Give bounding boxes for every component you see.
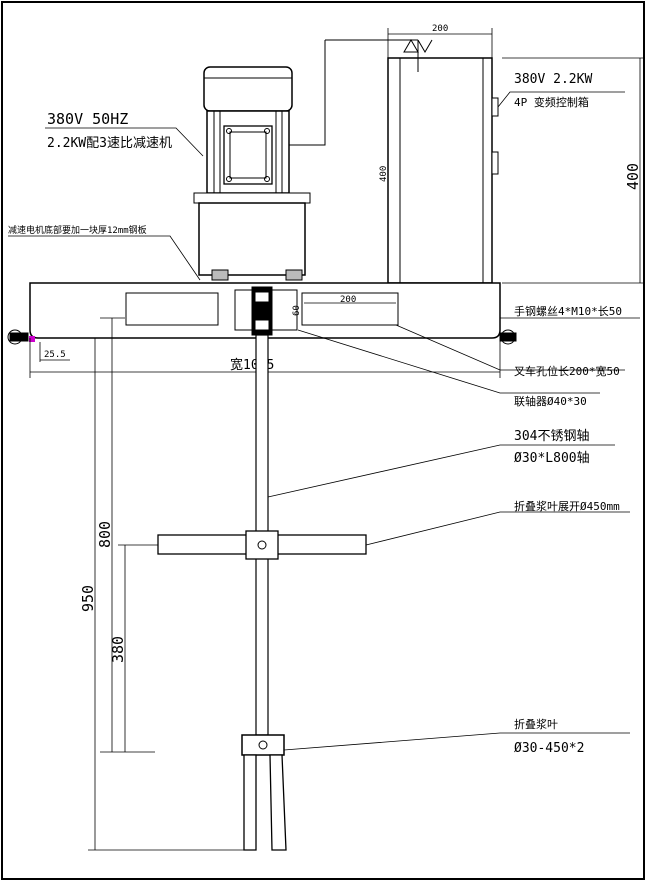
edge-offset-dim: 25.5 xyxy=(44,350,66,360)
motor-power-ratio: 2.2KW配3速比减速机 xyxy=(47,136,172,151)
control-box-spec-power: 380V 2.2KW xyxy=(514,72,592,87)
clamp-bolt-callout: 手钢螺丝4*M10*长50 xyxy=(514,304,622,318)
shaft-size: Ø30*L800轴 xyxy=(514,451,590,466)
coupling-callout: 联轴器Ø40*30 xyxy=(514,394,587,408)
coupling-height-dim: 60 xyxy=(292,305,302,316)
control-box-spec-type: 4P 变频控制箱 xyxy=(514,95,589,109)
lower-impeller: 折叠浆叶 Ø30-450*2 xyxy=(241,717,630,851)
gear-motor: 380V 50HZ 2.2KW配3速比减速机 xyxy=(45,66,311,281)
lower-impeller-title: 折叠浆叶 xyxy=(514,717,558,731)
upper-impeller: 折叠浆叶展开Ø450mm xyxy=(157,499,630,560)
control-box-outer-height-dim: 400 xyxy=(624,163,642,190)
fork-slot-callout: 叉车孔位长200*宽50 xyxy=(514,364,620,378)
upper-impeller-callout: 折叠浆叶展开Ø450mm xyxy=(514,499,620,513)
base-plate: 减速电机底部要加一块厚12mm钢板 200 60 25.5 宽1005 手钢螺丝… xyxy=(7,224,640,408)
shaft-material: 304不锈钢轴 xyxy=(514,429,589,444)
shaft-length-dim: 800 xyxy=(96,521,114,548)
control-box-width-dim: 200 xyxy=(432,24,448,34)
lower-impeller-size: Ø30-450*2 xyxy=(514,741,584,756)
control-box: 200 380V 2.2KW 4P 变频控制箱 400 400 xyxy=(268,24,645,284)
depth-dimensions: 800 950 380 xyxy=(79,317,244,851)
base-plate-note: 减速电机底部要加一块厚12mm钢板 xyxy=(8,224,147,236)
motor-voltage-freq: 380V 50HZ xyxy=(47,110,128,128)
control-box-inner-height-dim: 400 xyxy=(379,166,389,182)
bolt-mark xyxy=(29,336,35,342)
total-depth-dim: 950 xyxy=(79,585,97,612)
slot-width-dim: 200 xyxy=(340,295,356,305)
impeller-spacing-dim: 380 xyxy=(109,636,127,663)
